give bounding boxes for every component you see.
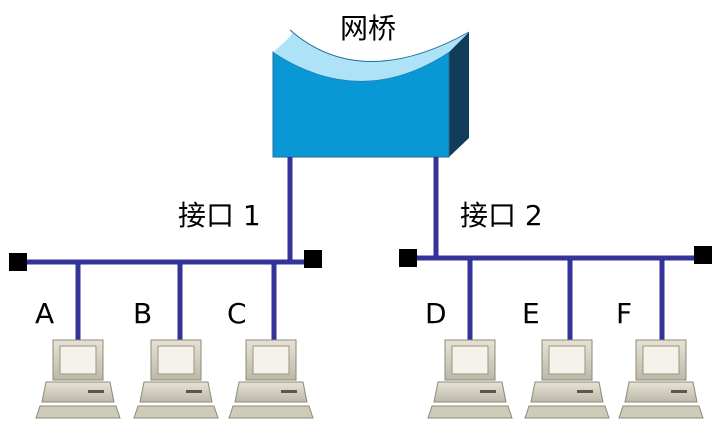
bridge-device (272, 29, 470, 158)
bridge-top-curve (273, 30, 469, 81)
host-label-a: A (35, 297, 54, 330)
host-label-f: F (616, 297, 632, 330)
computer-e-icon (524, 339, 610, 419)
bridge-side-face (449, 32, 469, 157)
terminator-2-right (694, 246, 712, 264)
terminator-1-left (9, 253, 27, 271)
computer-f-icon (618, 339, 704, 419)
terminator-2-left (399, 249, 417, 267)
computer-b-icon (133, 339, 219, 419)
computer-a-icon (35, 339, 121, 419)
bridge-label: 网桥 (340, 12, 396, 45)
port-2-label: 接口 2 (460, 199, 543, 232)
port-1-label: 接口 1 (178, 199, 261, 232)
host-label-b: B (133, 297, 152, 330)
host-label-d: D (425, 297, 447, 330)
terminator-1-right (304, 250, 322, 268)
computer-d-icon (427, 339, 513, 419)
host-label-e: E (522, 297, 540, 330)
host-label-c: C (227, 297, 247, 330)
computer-c-icon (228, 339, 314, 419)
